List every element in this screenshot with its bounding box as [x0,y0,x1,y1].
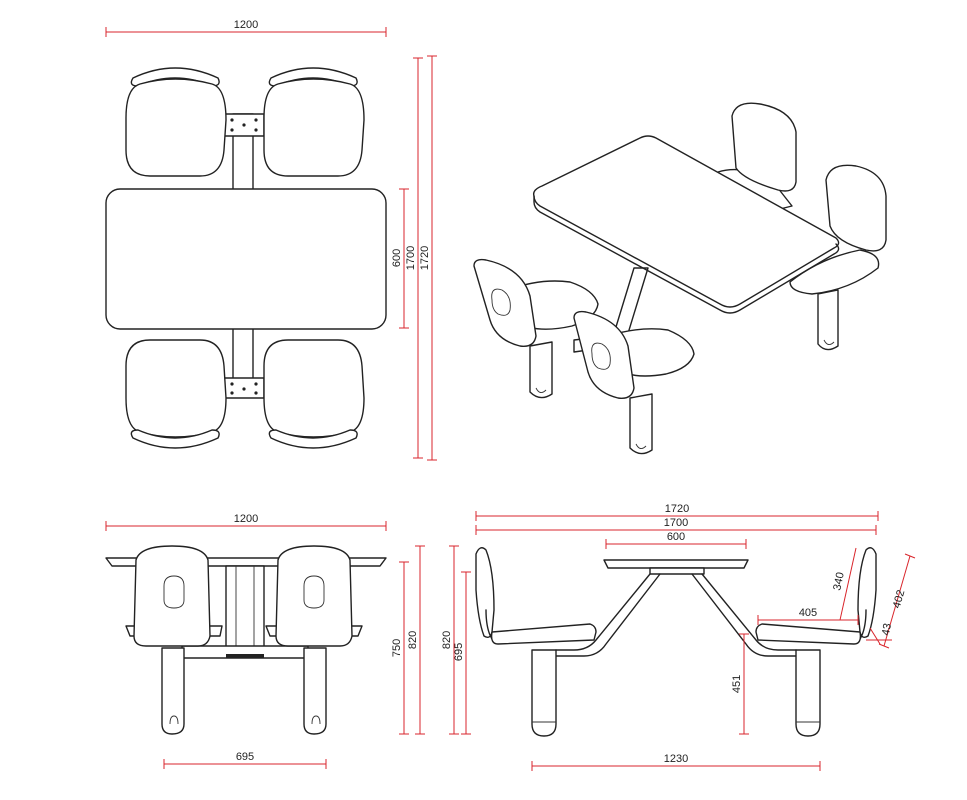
side-back-height-label: 695 [453,643,465,661]
side-table-top [603,559,749,569]
side-overall-label: 1720 [665,503,689,515]
front-frame-height-dimension: 750 [391,561,409,735]
side-chair-left [475,547,597,737]
front-width-dimension: 1200 [105,513,387,531]
plan-table-depth-dimension: 600 [391,188,409,329]
side-table-bracket [649,567,705,575]
front-pedestal [225,565,265,651]
side-seat-gap-dimension: 43 [866,622,894,645]
side-seat-width-label: 405 [799,607,817,619]
front-chair-right [265,545,363,735]
plan-seat-bottom-right [263,339,365,449]
plan-overall-depth-dimension: 1720 [419,55,437,461]
side-overall-dimension: 1720 [475,503,879,521]
plan-table-top [105,188,387,330]
side-view: 1720 1700 600 [441,503,916,771]
plan-overall-depth-label: 1720 [419,246,431,270]
front-width-label: 1200 [234,513,258,525]
plan-table-depth-label: 600 [391,249,403,267]
plan-seat-depth-dimension: 1700 [405,57,423,459]
plan-seat-bottom-left [125,339,227,449]
side-back-dimension: 340 [831,547,857,621]
side-leg-span-dimension: 1230 [531,753,821,771]
iso-seat-near-left [473,258,599,399]
isometric-view [473,102,887,455]
side-frame-arm-left [555,573,651,651]
side-back-height-dimension: 695 [453,571,471,735]
side-chair-right [755,547,877,737]
side-seats-dimension: 1700 [475,517,877,535]
side-table-height-dimension: 820 [441,545,459,735]
iso-seat-far-right [789,164,887,351]
side-back-label: 340 [831,571,847,591]
side-leg-span-label: 1230 [664,753,688,765]
plan-seat-top-right [263,67,365,177]
side-table-height-label: 820 [441,631,453,649]
side-table-dimension: 600 [605,531,747,549]
side-seat-height-dimension: 451 [731,633,749,735]
iso-seat-near-right [573,310,695,455]
front-leg-span-dimension: 695 [163,751,327,769]
iso-table-top [532,135,840,314]
front-table-height-label: 820 [407,631,419,649]
plan-width-label: 1200 [234,19,258,31]
side-back-total-dimension: 402 [878,553,916,649]
side-back-total-label: 402 [891,589,908,610]
plan-seat-top-left [125,67,227,177]
plan-view: 1200 [105,19,437,461]
front-chair-left [125,545,223,735]
plan-width-dimension: 1200 [105,19,387,37]
side-frame-arm-right [701,573,797,651]
side-table-label: 600 [667,531,685,543]
plan-seat-depth-label: 1700 [405,246,417,270]
front-leg-span-label: 695 [236,751,254,763]
plan-pedestal-bottom [232,327,254,385]
side-seat-gap-label: 43 [880,622,894,636]
side-seat-width-dimension: 405 [757,607,859,625]
side-seats-label: 1700 [664,517,688,529]
side-seat-height-label: 451 [731,675,743,693]
front-view: 1200 695 [105,513,425,769]
front-table-height-dimension: 820 [407,545,425,735]
front-frame-height-label: 750 [391,639,403,657]
